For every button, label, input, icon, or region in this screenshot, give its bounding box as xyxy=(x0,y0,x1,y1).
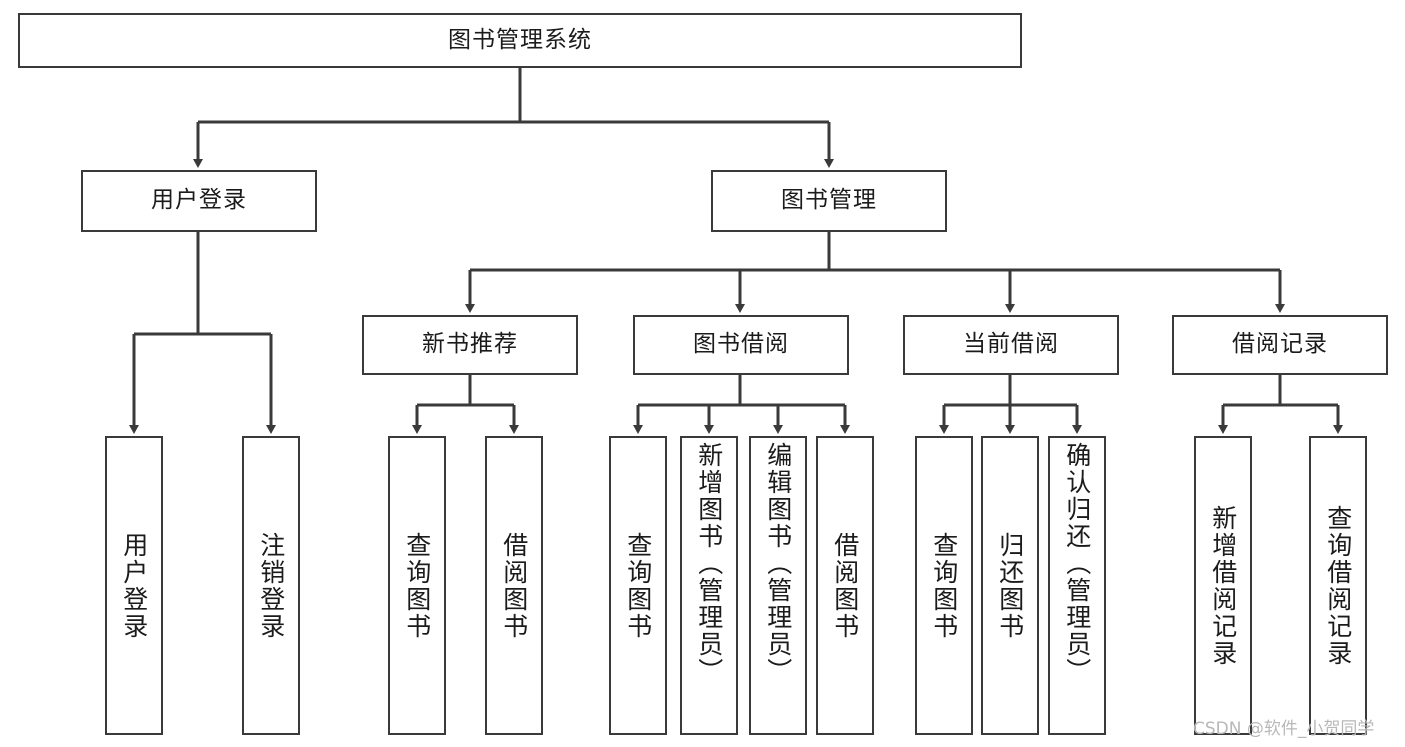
leaf-book-borrow-edit-book-admin[interactable]: 编辑图书（管理员） xyxy=(749,436,807,735)
node-label: 注销登录 xyxy=(256,531,286,640)
leaf-new-book-query-book[interactable]: 查询图书 xyxy=(388,436,446,735)
node-label: 查询图书 xyxy=(929,531,959,640)
node-label: 新书推荐 xyxy=(422,331,518,358)
node-label: 编辑图书（管理员） xyxy=(763,442,793,685)
node-label: 借阅记录 xyxy=(1232,331,1328,358)
node-book-borrow[interactable]: 图书借阅 xyxy=(633,315,849,375)
node-label: 确认归还（管理员） xyxy=(1062,442,1092,685)
node-user-login[interactable]: 用户登录 xyxy=(81,170,317,232)
leaf-borrow-record-add-record[interactable]: 新增借阅记录 xyxy=(1194,436,1252,735)
node-label: 借阅图书 xyxy=(830,531,860,640)
node-book-management[interactable]: 图书管理 xyxy=(711,170,947,232)
leaf-new-book-borrow-book[interactable]: 借阅图书 xyxy=(485,436,543,735)
node-label: 查询图书 xyxy=(402,531,432,640)
node-label: 图书借阅 xyxy=(693,331,789,358)
node-label: 图书管理 xyxy=(781,187,877,214)
node-label: 新增借阅记录 xyxy=(1208,504,1238,667)
csdn-watermark: CSDN @软件_小贺同学 xyxy=(1193,719,1375,739)
node-label: 用户登录 xyxy=(119,531,149,640)
leaf-current-borrow-query-book[interactable]: 查询图书 xyxy=(915,436,973,735)
node-root-book-management-system[interactable]: 图书管理系统 xyxy=(18,13,1022,68)
leaf-book-borrow-query-book[interactable]: 查询图书 xyxy=(609,436,667,735)
leaf-borrow-record-query-record[interactable]: 查询借阅记录 xyxy=(1309,436,1367,735)
leaf-book-borrow-borrow-book[interactable]: 借阅图书 xyxy=(816,436,874,735)
node-label: 用户登录 xyxy=(151,187,247,214)
node-current-borrow[interactable]: 当前借阅 xyxy=(903,315,1119,375)
leaf-user-login-login[interactable]: 用户登录 xyxy=(105,436,163,735)
node-label: 查询借阅记录 xyxy=(1323,504,1353,667)
leaf-user-login-logout[interactable]: 注销登录 xyxy=(242,436,300,735)
node-borrow-record[interactable]: 借阅记录 xyxy=(1172,315,1388,375)
leaf-book-borrow-add-book-admin[interactable]: 新增图书（管理员） xyxy=(680,436,738,735)
node-label: 借阅图书 xyxy=(499,531,529,640)
node-label: 查询图书 xyxy=(623,531,653,640)
node-label: 归还图书 xyxy=(995,531,1025,640)
node-label: 新增图书（管理员） xyxy=(694,442,724,685)
node-new-book-recommend[interactable]: 新书推荐 xyxy=(362,315,578,375)
leaf-current-borrow-return-book[interactable]: 归还图书 xyxy=(981,436,1039,735)
leaf-current-borrow-confirm-return-admin[interactable]: 确认归还（管理员） xyxy=(1048,436,1106,735)
node-label: 图书管理系统 xyxy=(448,26,592,53)
node-label: 当前借阅 xyxy=(963,331,1059,358)
